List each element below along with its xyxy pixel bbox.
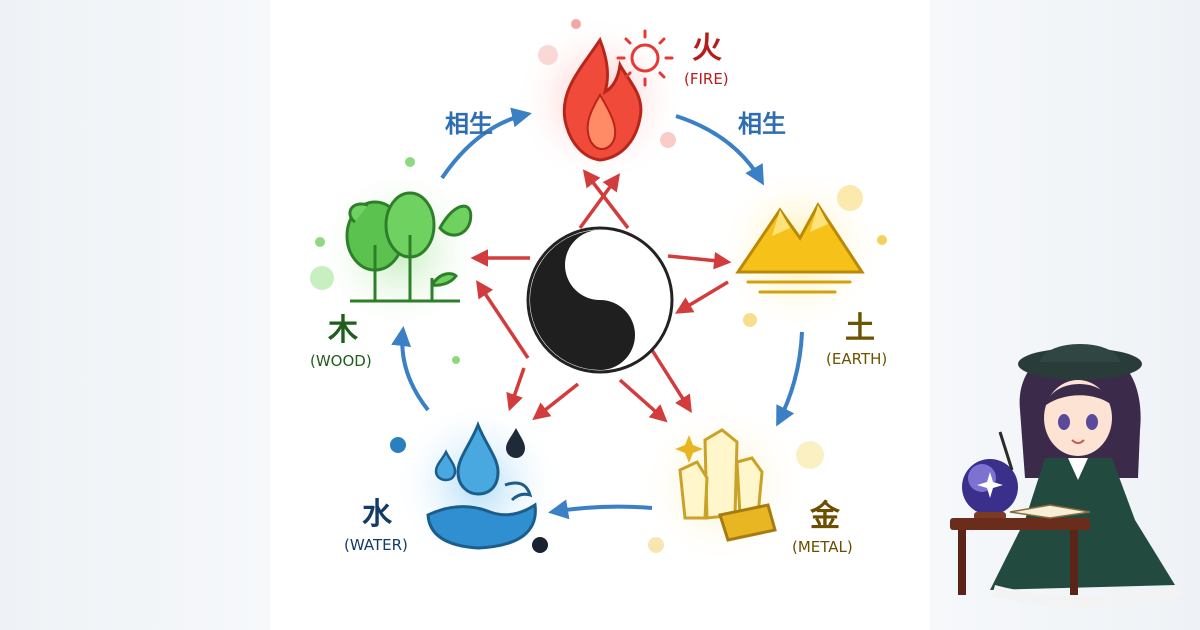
- flame-icon: [562, 36, 643, 162]
- arrow-to-water-a: [532, 382, 580, 421]
- arrow-to-fire-b: [582, 169, 630, 230]
- arrow-water-to-wood: [391, 326, 430, 412]
- yin-yang-icon: [526, 226, 674, 374]
- controlling-cycle-arrows: [470, 169, 732, 423]
- arrow-earth-to-metal: [776, 331, 804, 427]
- left-background-panel: [0, 0, 270, 630]
- water-drop-icon: [426, 420, 537, 550]
- arrow-wood-to-fire: [440, 107, 532, 180]
- decorative-dots: [310, 19, 887, 553]
- arrow-to-metal-a: [650, 349, 692, 413]
- generating-cycle-arrows: [391, 107, 804, 520]
- fire-label-cn: 火: [692, 31, 722, 66]
- arrow-fire-to-earth: [675, 114, 764, 186]
- arrow-to-metal-b: [618, 378, 668, 423]
- generating-label-left: 相生: [445, 110, 493, 138]
- arrow-to-earth-b: [674, 280, 729, 314]
- water-label-en: (WATER): [344, 536, 408, 554]
- arrow-to-water-b: [506, 367, 526, 412]
- sun-icon: [616, 29, 674, 87]
- wood-label-en: (WOOD): [310, 352, 372, 370]
- fire-label-en: (FIRE): [684, 70, 729, 88]
- water-label-cn: 水: [362, 497, 393, 532]
- metal-label-cn: 金: [809, 499, 841, 534]
- arrow-to-wood-a: [476, 280, 530, 359]
- tree-icon: [345, 191, 473, 303]
- arrow-to-fire-a: [578, 173, 621, 230]
- generating-label-right: 相生: [738, 110, 786, 138]
- crystal-icon: [675, 428, 777, 542]
- arrow-metal-to-water: [548, 499, 653, 520]
- fortune-teller-girl-icon: [950, 344, 1182, 608]
- earth-label-cn: 土: [845, 311, 875, 346]
- earth-label-en: (EARTH): [826, 350, 887, 368]
- arrow-to-earth-a: [667, 251, 732, 270]
- metal-label-en: (METAL): [792, 538, 853, 556]
- wood-label-cn: 木: [327, 313, 358, 348]
- mountain-icon: [735, 202, 865, 294]
